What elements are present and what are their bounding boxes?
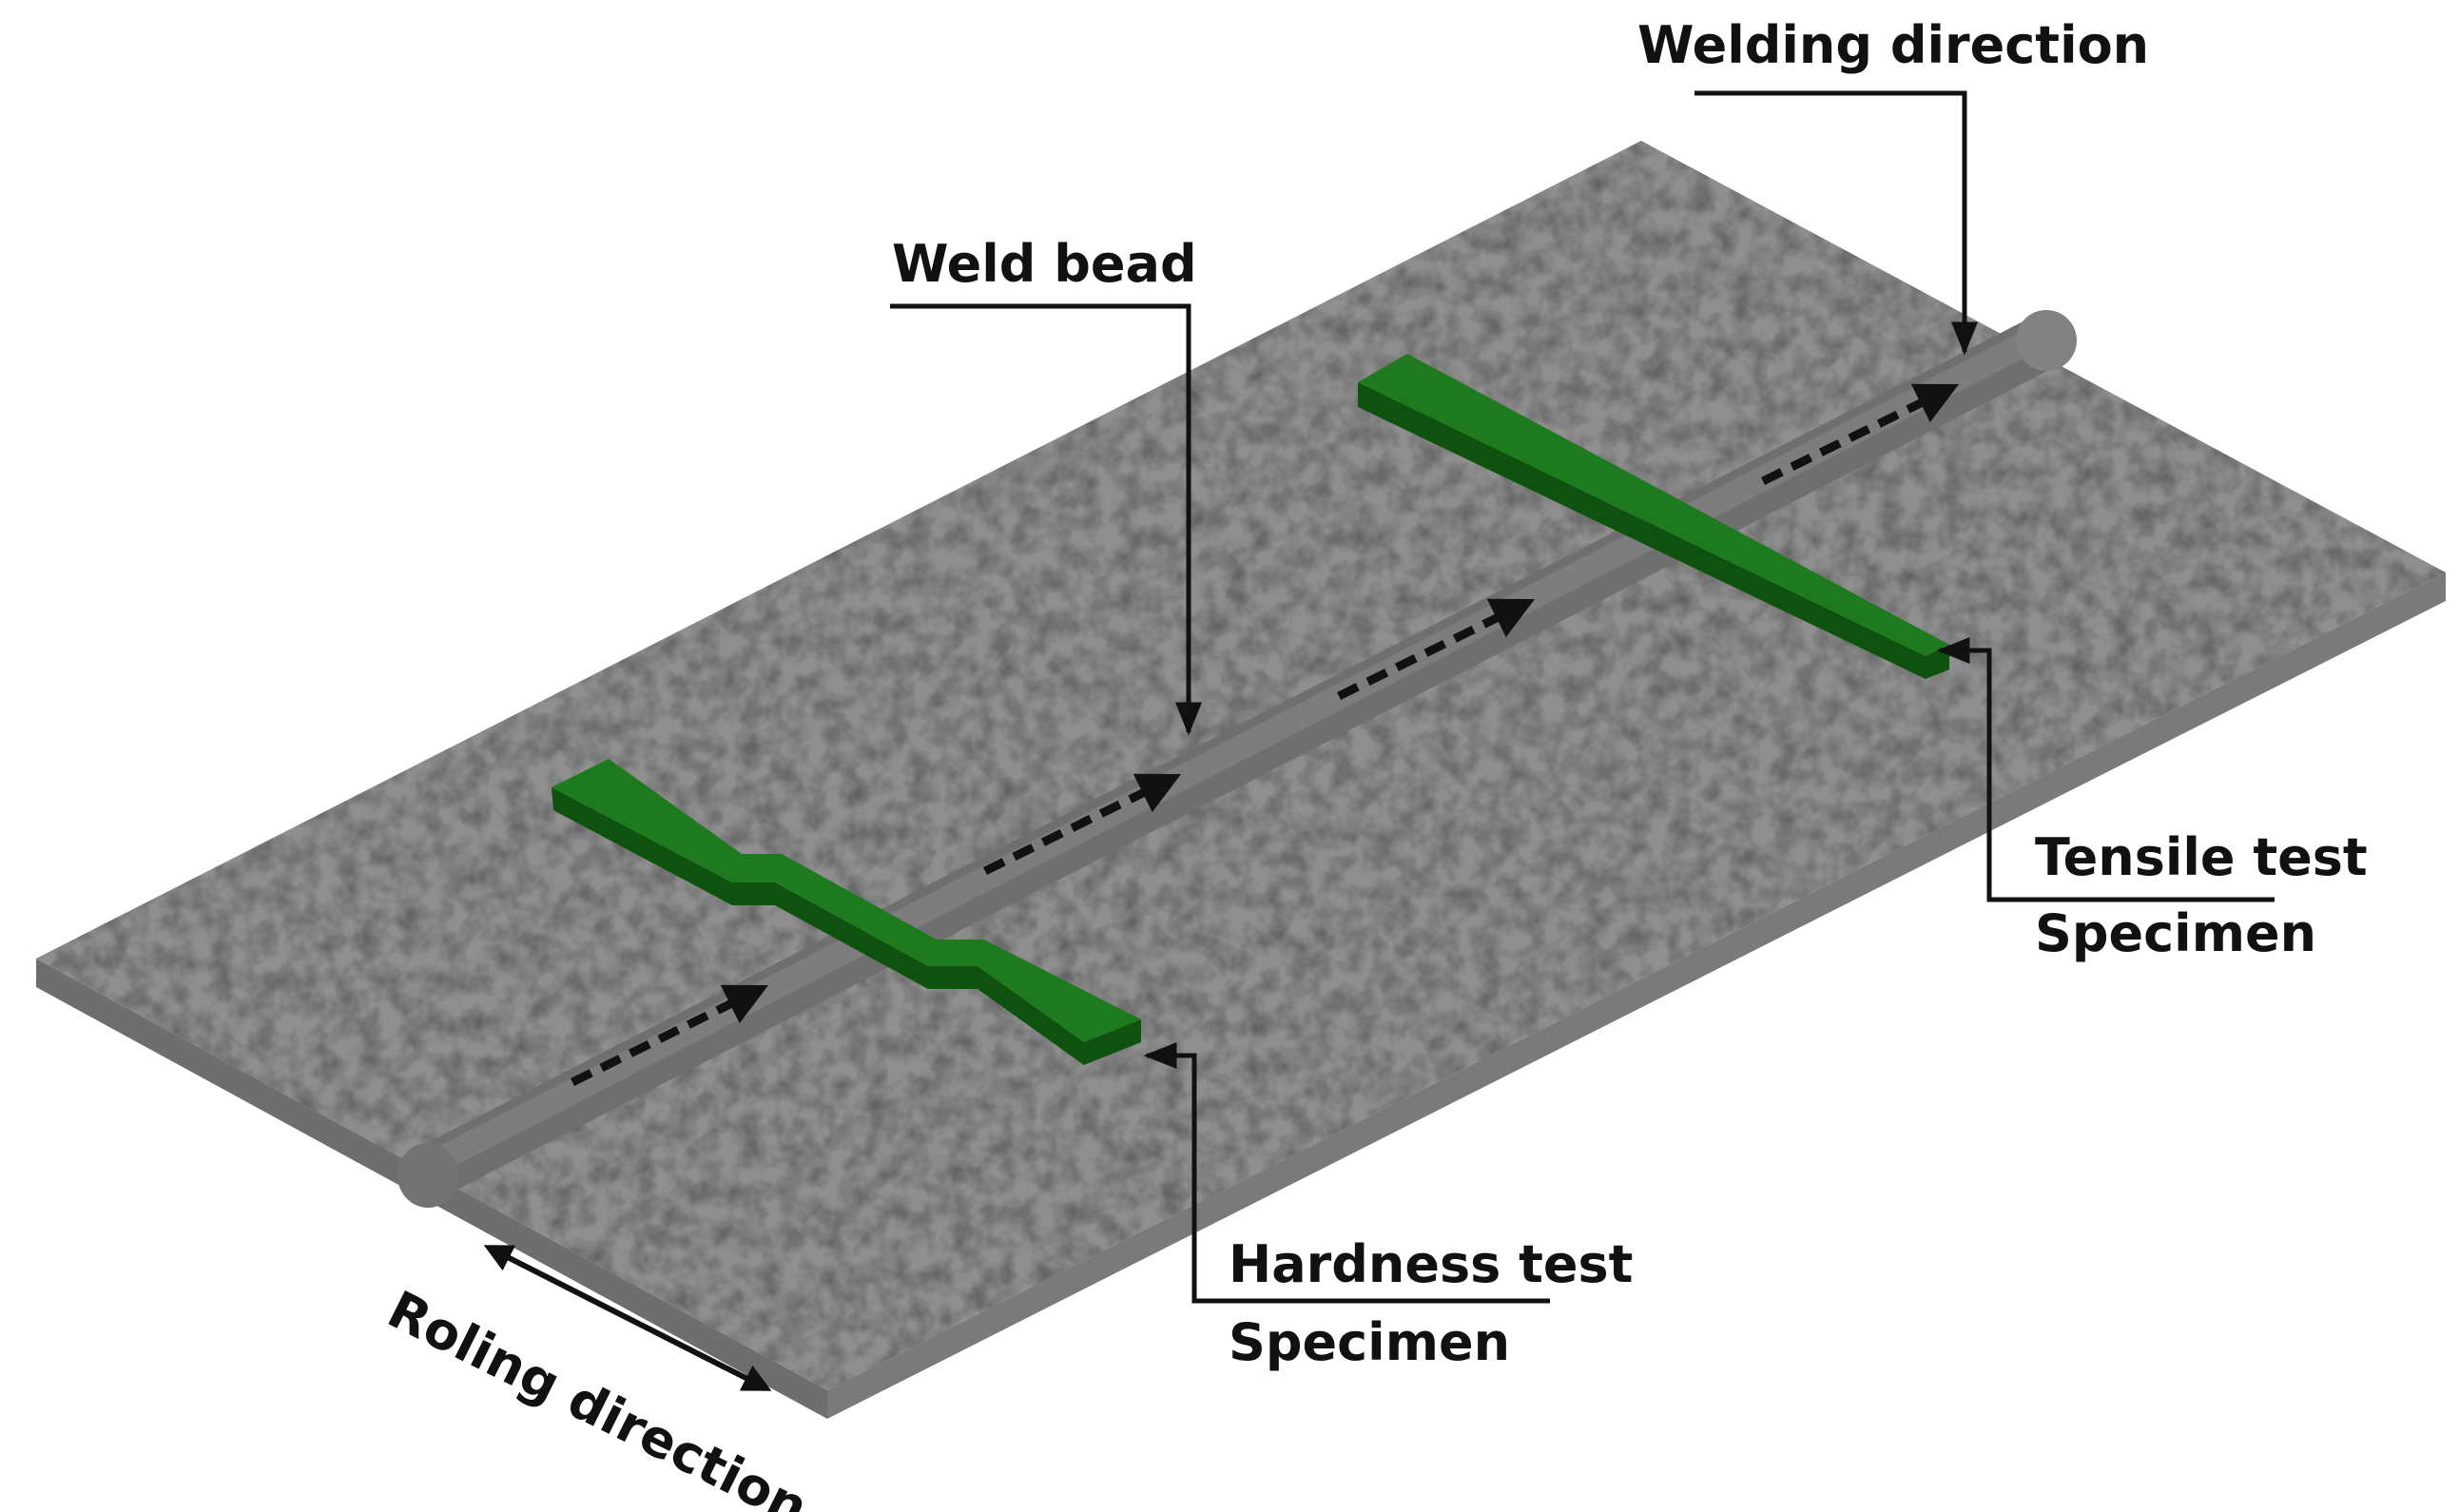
label-tensile-line2: Specimen	[2035, 903, 2316, 963]
dashed-arrow-2	[983, 773, 1182, 876]
hardness-test-specimen	[552, 759, 1141, 1065]
plate-side-right	[827, 572, 2446, 1419]
label-hardness-line1: Hardness test	[1229, 1234, 1633, 1294]
rolling-direction-arrow	[483, 1245, 772, 1391]
label-weld-bead: Weld bead	[892, 234, 1197, 294]
leader-lines	[890, 90, 2275, 1304]
label-welding-direction: Welding direction	[1637, 15, 2149, 75]
label-hardness-line2: Specimen	[1229, 1312, 1510, 1372]
tensile-specimen-side	[1358, 382, 1949, 679]
leader-weld-bead	[890, 303, 1202, 736]
hardness-specimen-side	[552, 787, 1141, 1065]
leader-hardness	[1143, 1042, 1550, 1304]
dashed-arrow-3	[1337, 598, 1536, 701]
tensile-test-specimen	[1358, 354, 1949, 679]
label-tensile-line1: Tensile test	[2035, 827, 2368, 887]
hardness-specimen-top	[552, 759, 1141, 1042]
tensile-specimen-top	[1358, 354, 1949, 656]
dashed-arrow-4	[1761, 383, 1960, 486]
dashed-arrow-1	[571, 984, 769, 1087]
leader-welding-direction	[1694, 90, 1978, 356]
weld-bead-end-cap	[2016, 310, 2077, 371]
leader-tensile	[1936, 637, 2275, 902]
weld-bead-start-cap	[397, 1143, 458, 1208]
welding-direction-arrows	[571, 383, 1960, 1087]
